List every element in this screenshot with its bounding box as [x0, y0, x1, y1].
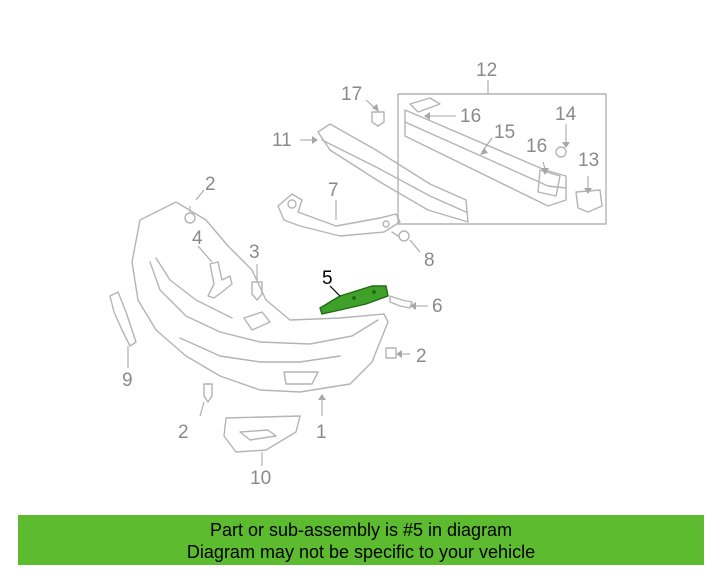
- callout-14: 14: [555, 104, 577, 125]
- side-bracket-9: [109, 291, 137, 368]
- callout-8: 8: [424, 250, 435, 271]
- bolt-14: [555, 124, 570, 158]
- callout-6: 6: [432, 296, 443, 317]
- callout-17: 17: [341, 84, 362, 105]
- callout-15: 15: [494, 122, 515, 143]
- fog-cover-10: [223, 415, 301, 466]
- callout-9: 9: [122, 370, 133, 391]
- callout-2-upper: 2: [205, 174, 216, 195]
- parts-diagram: 12 17 16 14 11 15 16 13 2 7 4 3 8 5 6 2 …: [109, 60, 607, 489]
- callout-5: 5: [322, 268, 333, 289]
- callout-2-right: 2: [416, 346, 427, 367]
- bolt-8: [391, 230, 421, 253]
- info-banner: Part or sub-assembly is #5 in diagram Di…: [18, 515, 704, 565]
- banner-line-2: Diagram may not be specific to your vehi…: [186, 542, 536, 562]
- bolt-2-right: [385, 347, 410, 359]
- energy-absorber-11: [300, 123, 469, 223]
- callout-10: 10: [250, 468, 271, 489]
- bracket-13: [575, 189, 603, 213]
- bracket-7: [277, 193, 401, 237]
- callout-16-lower: 16: [526, 136, 547, 157]
- callout-12: 12: [476, 60, 497, 81]
- bolt-6: [389, 295, 428, 310]
- callout-1: 1: [316, 422, 327, 443]
- clip-3: [251, 264, 263, 301]
- callout-2-lower: 2: [178, 422, 189, 443]
- callout-4: 4: [192, 228, 203, 249]
- bolt-2-lower: [199, 383, 213, 417]
- bumper-cover-1: [131, 201, 389, 416]
- clip-17: [365, 99, 385, 127]
- bolt-2-upper: [184, 189, 205, 224]
- callout-11: 11: [272, 130, 292, 151]
- callout-7: 7: [328, 180, 339, 201]
- bracket-4: [197, 245, 233, 299]
- highlighted-part-5: [319, 285, 389, 315]
- callout-16-upper: 16: [460, 106, 481, 127]
- banner-line-1: Part or sub-assembly is #5 in diagram: [209, 520, 513, 540]
- assembly-12-box: [397, 93, 607, 225]
- callout-13: 13: [578, 150, 599, 171]
- callout-3: 3: [249, 242, 260, 263]
